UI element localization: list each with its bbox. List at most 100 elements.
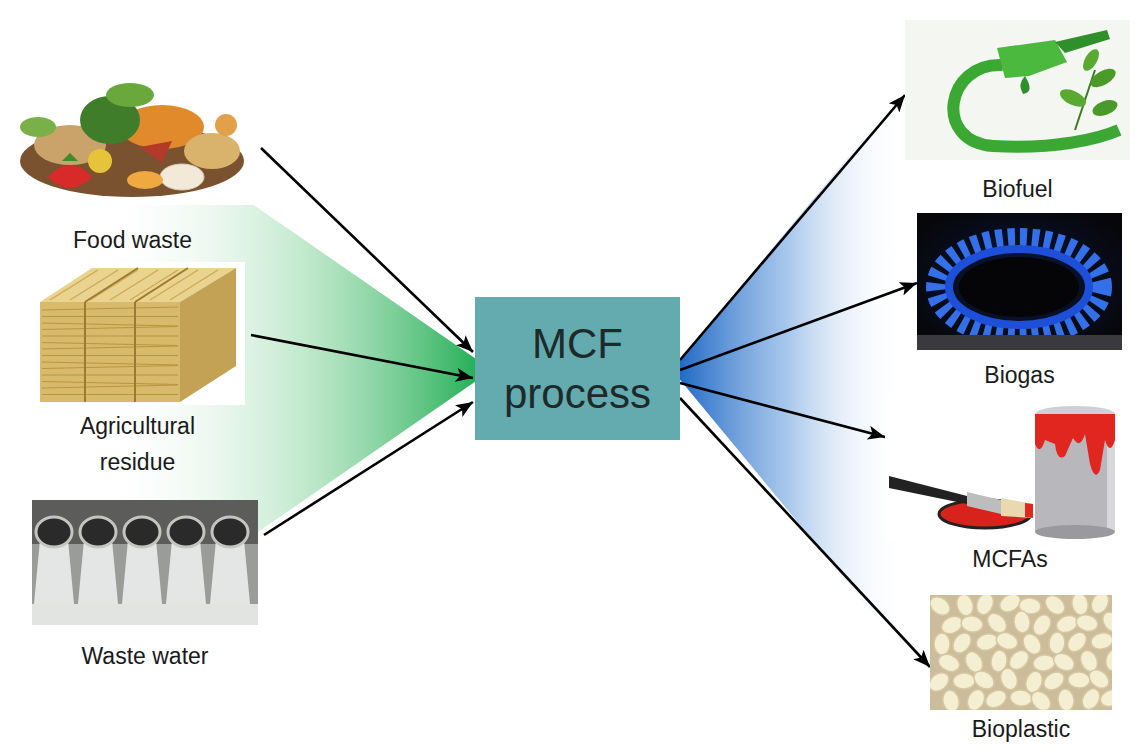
illustration-part bbox=[40, 302, 180, 402]
illustration-part bbox=[42, 366, 178, 369]
illustration-part bbox=[1035, 525, 1115, 539]
illustration-part bbox=[215, 114, 237, 136]
illustration bbox=[10, 65, 255, 205]
illustration-part bbox=[42, 316, 178, 317]
illustration-part bbox=[62, 153, 78, 161]
image-node: Food waste bbox=[10, 65, 255, 259]
illustration-part bbox=[42, 355, 178, 356]
illustration-part bbox=[1020, 76, 1029, 94]
illustration-part bbox=[983, 687, 1010, 710]
illustration-part bbox=[1055, 30, 1110, 53]
illustration-part bbox=[1080, 47, 1102, 74]
illustration-part bbox=[889, 476, 967, 504]
illustration-part bbox=[32, 604, 258, 625]
illustration-part bbox=[917, 335, 1122, 350]
illustration-part bbox=[1032, 654, 1056, 673]
illustration-part bbox=[1009, 689, 1033, 708]
illustration-part bbox=[42, 327, 178, 330]
image-node: Waste water bbox=[32, 500, 258, 675]
illustration-part bbox=[80, 517, 116, 547]
illustration-part bbox=[1090, 97, 1119, 119]
illustration-part bbox=[106, 83, 154, 107]
illustration-part bbox=[1013, 610, 1031, 634]
node-label: Waste water bbox=[32, 639, 258, 675]
illustration-part bbox=[959, 257, 1079, 317]
illustration-part bbox=[85, 268, 138, 302]
illustration-part bbox=[184, 133, 240, 169]
image-node: Bioplastic bbox=[930, 595, 1112, 748]
illustration-part bbox=[134, 302, 136, 402]
illustration-part bbox=[1090, 631, 1112, 651]
illustration-part bbox=[42, 323, 178, 326]
illustration-part bbox=[994, 630, 1020, 653]
flow-arrow bbox=[264, 402, 473, 535]
illustration-part bbox=[998, 666, 1020, 692]
illustration-part bbox=[84, 302, 86, 402]
illustration-part bbox=[936, 651, 963, 675]
node-label: Biofuel bbox=[905, 172, 1130, 208]
illustration-part bbox=[1050, 650, 1077, 675]
illustration-part bbox=[130, 270, 178, 300]
illustration-part bbox=[168, 517, 204, 547]
illustration-part bbox=[140, 141, 172, 163]
illustration-part bbox=[960, 614, 984, 634]
illustration-part bbox=[42, 394, 178, 395]
illustration-part bbox=[1057, 688, 1076, 710]
illustration-part bbox=[42, 335, 178, 336]
illustration-part bbox=[1025, 503, 1033, 518]
illustration-part bbox=[90, 270, 138, 300]
illustration-part bbox=[997, 40, 1067, 78]
illustration-part bbox=[42, 382, 178, 385]
illustration-part bbox=[42, 362, 178, 365]
process-box: MCF process bbox=[475, 297, 680, 440]
illustration-part bbox=[1048, 631, 1065, 654]
illustration-part bbox=[1087, 65, 1118, 91]
illustration-part bbox=[1104, 647, 1112, 672]
illustration-part bbox=[20, 117, 56, 137]
illustration-part bbox=[1057, 86, 1088, 111]
illustration-part bbox=[48, 165, 92, 188]
illustration-part bbox=[110, 270, 158, 300]
illustration-part bbox=[212, 517, 248, 547]
flow-arrow bbox=[680, 95, 905, 360]
illustration-part bbox=[50, 270, 98, 300]
illustration-part bbox=[949, 249, 1089, 325]
illustration-part bbox=[135, 268, 188, 302]
illustration-part bbox=[934, 633, 950, 655]
illustration bbox=[30, 262, 245, 405]
illustration-part bbox=[88, 149, 112, 173]
illustration-part bbox=[1035, 414, 1115, 532]
flow-arrow bbox=[261, 148, 473, 352]
illustration-part bbox=[1028, 688, 1055, 710]
illustration-part bbox=[124, 517, 160, 547]
illustration-part bbox=[970, 667, 997, 693]
illustration-part bbox=[917, 213, 1122, 350]
illustration-part bbox=[964, 687, 988, 710]
image-node: MCFAs bbox=[885, 398, 1135, 578]
illustration bbox=[905, 20, 1130, 160]
flow-arrow bbox=[680, 283, 917, 370]
illustration-part bbox=[10, 65, 255, 205]
illustration-part bbox=[160, 164, 204, 190]
illustration-part bbox=[937, 239, 1101, 335]
node-label: Biogas bbox=[917, 358, 1122, 394]
illustration-part bbox=[974, 631, 1000, 653]
illustration-part bbox=[941, 688, 962, 710]
process-label: MCF process bbox=[489, 319, 666, 418]
illustration-part bbox=[1070, 595, 1090, 616]
illustration-part bbox=[32, 500, 258, 625]
illustration-part bbox=[967, 492, 1001, 514]
illustration-part bbox=[1035, 414, 1115, 475]
illustration-part bbox=[953, 673, 976, 690]
flow-arrow bbox=[680, 383, 885, 437]
illustration-part bbox=[42, 374, 178, 375]
illustration bbox=[32, 500, 258, 625]
illustration bbox=[885, 398, 1135, 540]
illustration bbox=[917, 213, 1122, 350]
illustration-part bbox=[1074, 612, 1099, 633]
illustration-part bbox=[1085, 666, 1112, 692]
node-label: Bioplastic bbox=[930, 712, 1112, 748]
illustration-part bbox=[1079, 686, 1104, 710]
image-node: Agricultural residue bbox=[30, 262, 245, 480]
